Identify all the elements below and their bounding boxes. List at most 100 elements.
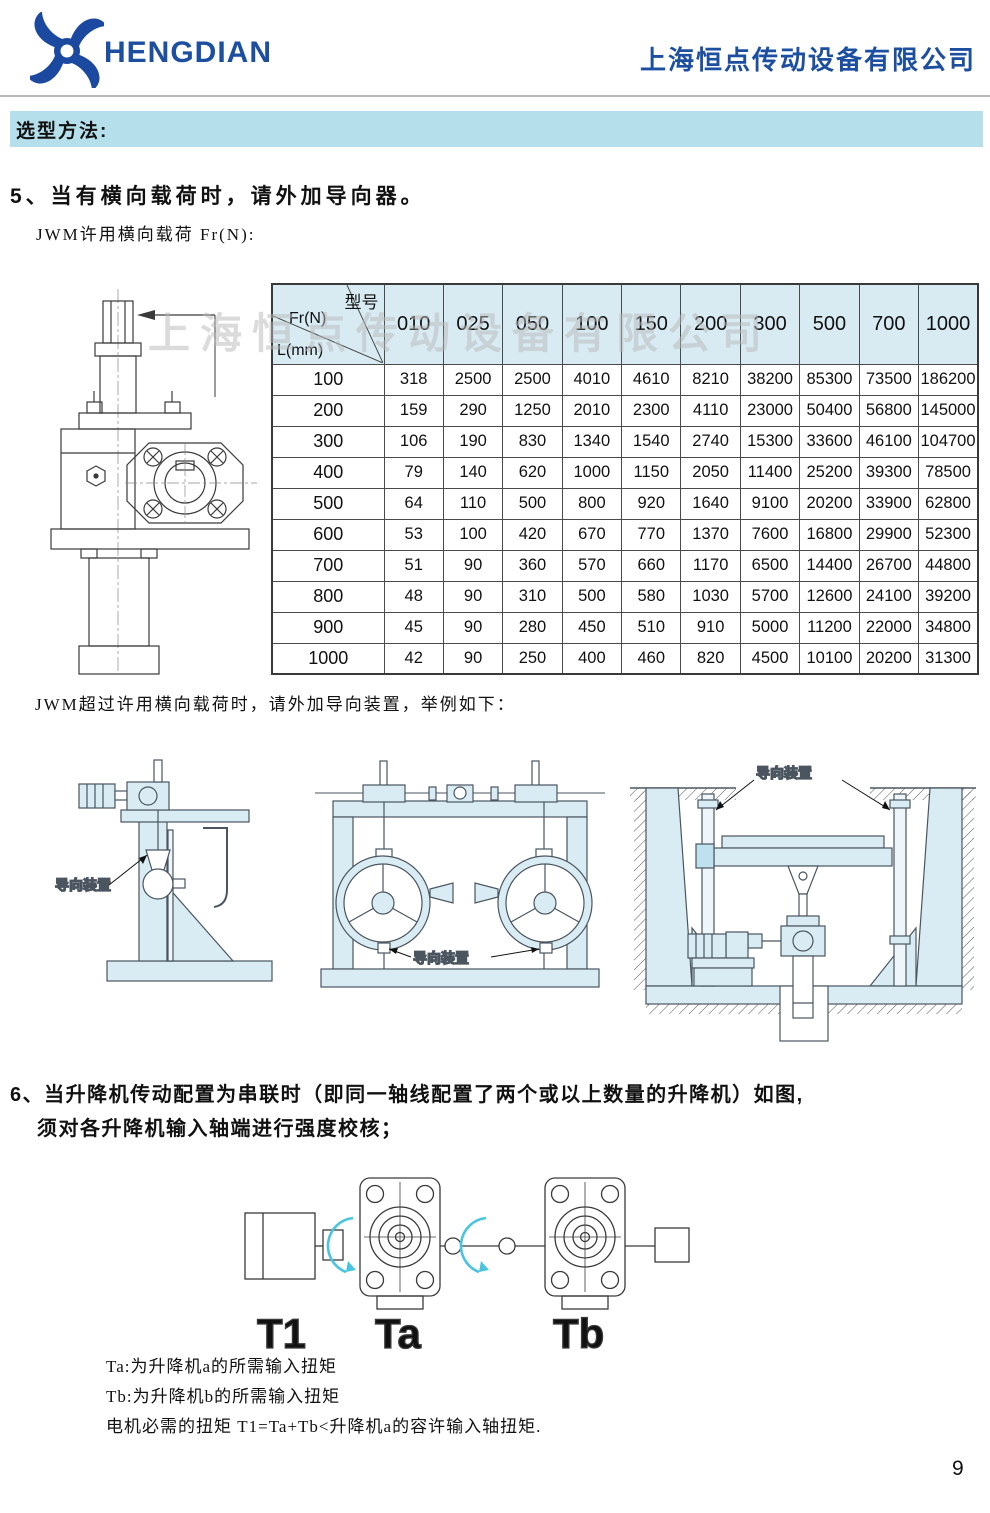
note-t1: 电机必需的扭矩 T1=Ta+Tb<升降机a的容许输入轴扭矩. — [106, 1417, 542, 1436]
table-cell: 33900 — [858, 487, 920, 520]
table-cell: 90 — [442, 549, 504, 582]
table-cell: 1370 — [680, 518, 741, 551]
table-cell: 1340 — [561, 425, 623, 458]
column-header-cell: 1000 — [918, 283, 979, 365]
table-cell: 9100 — [739, 487, 801, 520]
row-header-cell: 400 — [271, 456, 385, 489]
table-cell: 1640 — [680, 487, 741, 520]
column-header-cell: 100 — [561, 283, 623, 365]
table-cell: 38200 — [739, 363, 801, 396]
table-cell: 64 — [383, 487, 444, 520]
jack-ta-top-view — [359, 1177, 441, 1310]
table-cell: 580 — [621, 580, 682, 613]
guide-device-label-middle: 导向装置 — [413, 950, 469, 966]
table-cell: 23000 — [739, 394, 801, 427]
table-cell: 15300 — [739, 425, 801, 458]
table-cell: 620 — [502, 456, 563, 489]
table-cell: 310 — [502, 580, 563, 613]
table-cell: 73500 — [858, 363, 920, 396]
table-cell: 450 — [561, 611, 623, 644]
table-cell: 90 — [442, 642, 504, 675]
column-header-cell: 150 — [621, 283, 682, 365]
table-cell: 1150 — [621, 456, 682, 489]
table-corner-cell: 型号 Fr(N) L(mm) — [271, 283, 385, 365]
serial-drive-diagram: T1 Ta Tb — [244, 1177, 690, 1353]
table-cell: 90 — [442, 580, 504, 613]
section6-line2: 须对各升降机输入轴端进行强度校核； — [37, 1118, 403, 1140]
table-cell: 51 — [383, 549, 444, 582]
row-header-cell: 600 — [271, 518, 385, 551]
table-cell: 106 — [383, 425, 444, 458]
table-cell: 7600 — [739, 518, 801, 551]
column-header-cell: 010 — [383, 283, 444, 365]
table-cell: 159 — [383, 394, 444, 427]
table-cell: 830 — [502, 425, 563, 458]
table-cell: 910 — [680, 611, 741, 644]
table-cell: 20200 — [858, 642, 920, 675]
corner-label-fr: Fr(N) — [289, 310, 327, 327]
table-cell: 1540 — [621, 425, 682, 458]
row-header-cell: 1000 — [271, 642, 385, 675]
table-cell: 500 — [502, 487, 563, 520]
guide-example-frame-drawing: 导向装置 — [315, 760, 605, 988]
table-cell: 29900 — [858, 518, 920, 551]
table-cell: 290 — [442, 394, 504, 427]
page-number: 9 — [952, 1457, 964, 1480]
table-cell: 12600 — [799, 580, 860, 613]
table-cell: 2050 — [680, 456, 741, 489]
table-cell: 250 — [502, 642, 563, 675]
table-cell: 4010 — [561, 363, 623, 396]
section5-subheading: JWM许用横向载荷 Fr(N): — [36, 225, 256, 244]
section-title-bar: 选型方法: — [10, 111, 983, 147]
table-cell: 770 — [621, 518, 682, 551]
guide-example-pit-drawing: 导向装置 — [630, 764, 976, 1042]
table-cell: 100 — [442, 518, 504, 551]
torque-label-tb: Tb — [553, 1310, 604, 1353]
table-cell: 2500 — [442, 363, 504, 396]
table-cell: 34800 — [918, 611, 979, 644]
screw-jack-side-view-drawing — [50, 289, 257, 675]
table-cell: 16800 — [799, 518, 860, 551]
table-cell: 42 — [383, 642, 444, 675]
table-cell: 53 — [383, 518, 444, 551]
table-cell: 52300 — [918, 518, 979, 551]
section6-line1: 6、当升降机传动配置为串联时（即同一轴线配置了两个或以上数量的升降机）如图, — [10, 1084, 804, 1106]
table-cell: 56800 — [858, 394, 920, 427]
note-tb: Tb:为升降机b的所需输入扭矩 — [106, 1387, 341, 1406]
table-cell: 280 — [502, 611, 563, 644]
table-cell: 39200 — [918, 580, 979, 613]
table-cell: 1000 — [561, 456, 623, 489]
row-header-cell: 500 — [271, 487, 385, 520]
table-cell: 104700 — [918, 425, 979, 458]
table-cell: 20200 — [799, 487, 860, 520]
logo-text: HENGDIAN — [104, 36, 273, 69]
row-header-cell: 100 — [271, 363, 385, 396]
table-cell: 14400 — [799, 549, 860, 582]
table-cell: 85300 — [799, 363, 860, 396]
table-cell: 1250 — [502, 394, 563, 427]
table-cell: 33600 — [799, 425, 860, 458]
table-cell: 670 — [561, 518, 623, 551]
table-cell: 2010 — [561, 394, 623, 427]
table-cell: 820 — [680, 642, 741, 675]
table-cell: 400 — [561, 642, 623, 675]
table-cell: 2500 — [502, 363, 563, 396]
column-header-cell: 300 — [739, 283, 801, 365]
row-header-cell: 800 — [271, 580, 385, 613]
torque-label-t1: T1 — [257, 1310, 306, 1353]
column-header-cell: 500 — [799, 283, 860, 365]
company-name: 上海恒点传动设备有限公司 — [639, 45, 976, 75]
table-cell: 62800 — [918, 487, 979, 520]
table-cell: 4110 — [680, 394, 741, 427]
